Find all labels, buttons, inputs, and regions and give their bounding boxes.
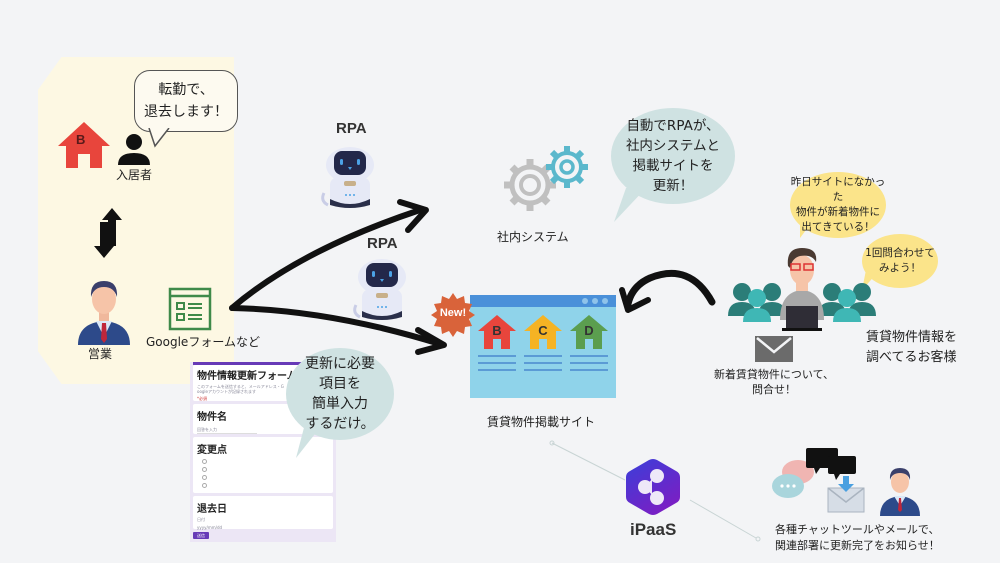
- listing-house-d[interactable]: D: [570, 315, 608, 349]
- house-letter: B: [76, 132, 86, 147]
- house-b-letter: B: [492, 323, 502, 338]
- rpa-robot-icon: [353, 259, 406, 320]
- system-speech-line-2: 社内システムと: [625, 138, 721, 154]
- form-question-moveout: 退去日 日付 yyyy/mm/dd: [193, 496, 333, 530]
- listing-text-lines: [570, 355, 608, 376]
- arrow-customer-to-site: [624, 269, 716, 308]
- ipaas-logo-icon: [626, 459, 680, 515]
- form-description: このフォームを送信すると、メールアドレス・Googleアカウントが記録されます: [197, 384, 284, 394]
- date-label: 日付: [197, 517, 205, 522]
- move-out-date-input[interactable]: yyyy/mm/dd: [197, 525, 223, 530]
- system-speech-line-1: 自動でRPAが、: [626, 118, 720, 134]
- window-dot: [602, 298, 608, 304]
- changes-radio-option[interactable]: [202, 459, 207, 464]
- sales-person-icon: [78, 281, 130, 345]
- customers-label: 賃貸物件情報を 調べてるお客様: [866, 328, 957, 368]
- form-speech-line-4: するだけ。: [305, 416, 375, 432]
- customer-speech-bubble-2: 1回問合わせて みよう！: [862, 234, 938, 288]
- form-speech-line-3: 簡単入力: [312, 396, 368, 412]
- tenant-bubble-tail: [148, 128, 170, 148]
- notify-label-line-1: 各種チャットツールやメールで、: [775, 523, 940, 536]
- connector-line-left: [551, 442, 626, 481]
- internal-system-label: 社内システム: [497, 230, 569, 244]
- system-speech-line-4: 更新！: [652, 178, 694, 194]
- customers-label-line-2: 調べてるお客様: [866, 350, 957, 365]
- listing-house-b[interactable]: B: [478, 315, 516, 349]
- inquiry-label-line-1: 新着賃貸物件について、: [713, 368, 835, 381]
- customer-speech-bubble-1: 昨日サイトになかった 物件が新着物件に 出てきている！: [790, 172, 886, 238]
- exchange-arrows-icon: [94, 208, 122, 258]
- form-speech-line-1: 更新に必要: [305, 356, 375, 372]
- customers-label-line-1: 賃貸物件情報を: [866, 330, 958, 345]
- changes-radio-option[interactable]: [202, 483, 207, 488]
- customer-speech-2-line-2: みよう！: [879, 262, 921, 274]
- customer-speech-1-line-3: 出てきている！: [801, 221, 875, 233]
- listing-site-window: B C D: [470, 295, 616, 398]
- inbox-mail-icon: [827, 476, 865, 513]
- gears-icon: [504, 146, 588, 211]
- listing-text-lines: [524, 355, 562, 376]
- notification-icons: [772, 448, 920, 516]
- form-icon: [168, 287, 212, 331]
- form-speech-bubble: 更新に必要 項目を 簡単入力 するだけ。: [286, 348, 394, 440]
- form-submit-button[interactable]: 送信: [193, 532, 209, 539]
- system-speech-bubble: 自動でRPAが、 社内システムと 掲載サイトを 更新！: [611, 108, 735, 204]
- form-field-move-out-date: 退去日: [197, 504, 227, 515]
- rpa-label-top: RPA: [336, 120, 367, 137]
- listing-text-lines: [478, 355, 516, 376]
- customers-group-icon: [728, 248, 876, 331]
- tenant-speech-line-2: 退去します！: [144, 104, 228, 120]
- form-tool-label: Googleフォームなど: [146, 335, 260, 349]
- customer-speech-1-line-2: 物件が新着物件に: [796, 206, 880, 218]
- arrow-to-internal-system: [229, 207, 423, 311]
- form-question-changes: 変更点: [193, 437, 333, 493]
- inquiry-label: 新着賃貸物件について、 問合せ！: [672, 367, 876, 397]
- house-c-letter: C: [538, 323, 548, 338]
- form-accent-bar: [193, 362, 333, 365]
- ipaas-label: iPaaS: [630, 520, 677, 539]
- notify-label: 各種チャットツールやメールで、 関連部署に更新完了をお知らせ！: [775, 522, 940, 554]
- notify-label-line-2: 関連部署に更新完了をお知らせ！: [775, 539, 940, 552]
- customer-speech-2-line-1: 1回問合わせて: [865, 247, 935, 259]
- rpa-label-bottom: RPA: [367, 235, 398, 252]
- rpa-robot-icon: [321, 147, 374, 208]
- house-icon: [58, 122, 110, 168]
- tenant-speech-bubble: 転勤で、 退去します！: [134, 70, 238, 132]
- changes-radio-option[interactable]: [202, 475, 207, 480]
- customer-speech-1-line-1: 昨日サイトになかった: [790, 176, 886, 203]
- form-field-property-name: 物件名: [197, 412, 227, 423]
- window-dot: [582, 298, 588, 304]
- form-speech-line-2: 項目を: [319, 376, 361, 392]
- listing-house-c[interactable]: C: [524, 315, 562, 349]
- window-dot: [592, 298, 598, 304]
- system-bubble-tail: [614, 188, 646, 222]
- form-field-changes: 変更点: [197, 445, 227, 456]
- system-speech-line-3: 掲載サイトを: [632, 158, 714, 174]
- arrow-to-listing-site: [229, 305, 443, 347]
- tenant-label: 入居者: [116, 168, 153, 182]
- house-d-letter: D: [584, 323, 594, 338]
- tenant-speech-line-1: 転勤で、: [158, 82, 214, 98]
- sales-label: 営業: [88, 347, 113, 361]
- inquiry-label-line-2: 問合せ！: [752, 383, 796, 396]
- property-name-input[interactable]: 回答を入力: [197, 427, 257, 434]
- connector-line-right: [689, 499, 757, 539]
- form-title: 物件情報更新フォーム: [197, 371, 297, 382]
- new-badge-icon: [431, 293, 475, 337]
- changes-radio-option[interactable]: [202, 467, 207, 472]
- listing-site-label: 賃貸物件掲載サイト: [487, 415, 596, 429]
- mail-icon: [755, 336, 793, 362]
- black-chat-icon: [806, 448, 856, 480]
- tenant-person-icon: [118, 134, 150, 165]
- form-required-note: *必須: [197, 396, 207, 401]
- staff-person-icon: [880, 468, 920, 516]
- new-badge-text: New!: [439, 307, 467, 319]
- browser-title-bar: [470, 295, 616, 307]
